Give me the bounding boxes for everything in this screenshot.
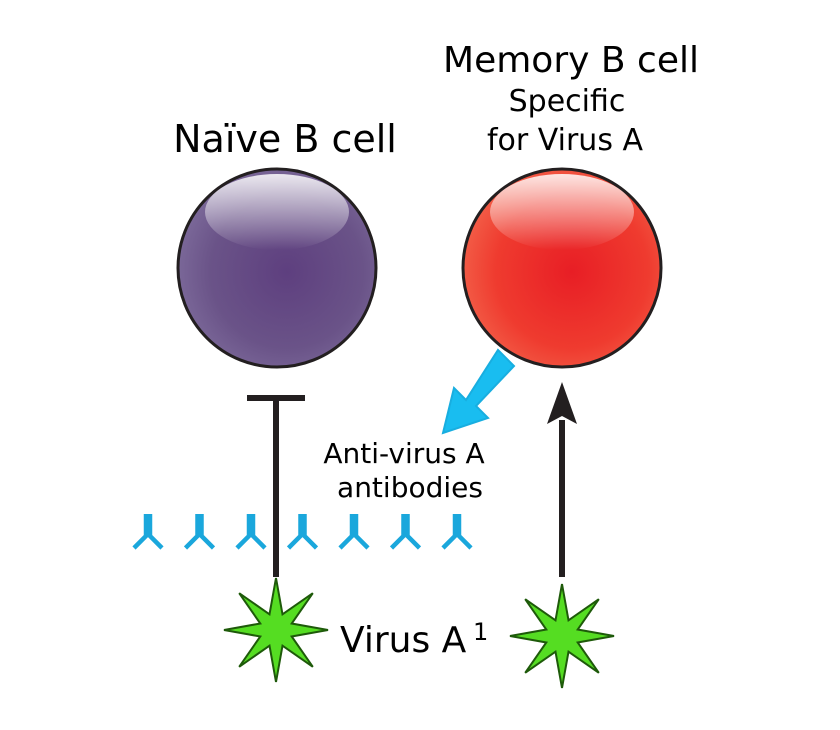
antibody-icon <box>235 514 267 550</box>
inhibition-line <box>247 395 305 577</box>
naive-cell-title: Naïve B cell <box>173 117 397 161</box>
antibody-icon <box>286 514 319 550</box>
antibody-icon <box>183 514 216 550</box>
naive-cell-gloss <box>205 174 349 250</box>
antibody-icon <box>389 514 422 550</box>
memory-cell-virus: for Virus A <box>487 123 643 158</box>
virus-label: Virus A <box>340 620 467 661</box>
memory-b-cell <box>461 167 663 369</box>
naive-b-cell <box>176 167 378 369</box>
antibody-icon <box>338 514 370 550</box>
antibody-icon <box>441 514 473 550</box>
memory-cell-gloss <box>490 174 634 250</box>
virus-star-left <box>223 577 329 683</box>
antibodies-label-line2: antibodies <box>337 471 483 504</box>
antibody-icon <box>132 514 164 550</box>
antibodies-label-line1: Anti-virus A <box>323 437 484 470</box>
memory-cell-specific: Specific <box>509 84 626 119</box>
virus-superscript: 1 <box>473 618 488 646</box>
virus-star-right <box>509 583 615 689</box>
antibody-row <box>132 514 473 550</box>
memory-cell-title: Memory B cell <box>443 40 699 81</box>
virus-group <box>223 577 615 689</box>
secretion-arrow <box>441 348 516 435</box>
activation-arrow <box>547 382 577 577</box>
